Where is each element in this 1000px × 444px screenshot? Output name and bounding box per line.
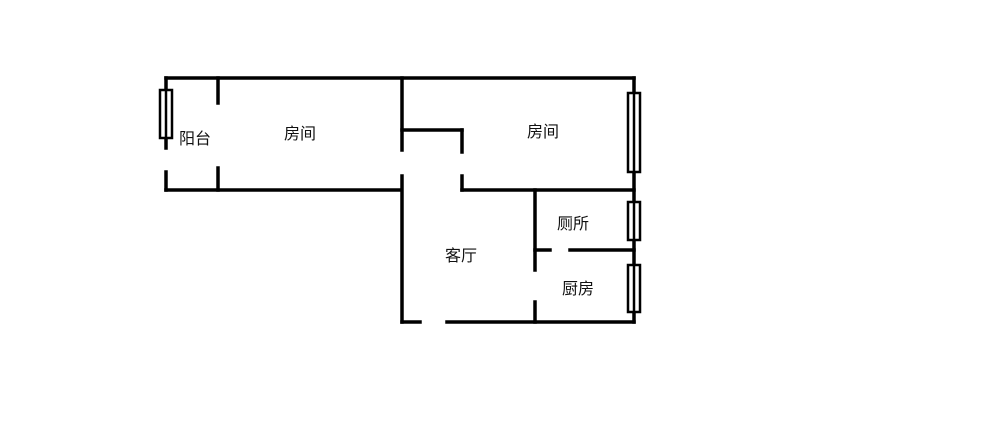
room-label-balcony: 阳台 <box>178 129 212 148</box>
room-label-toilet: 厕所 <box>556 214 590 233</box>
room-label-living-room: 客厅 <box>444 246 478 265</box>
window-toilet <box>626 200 642 242</box>
window-balcony <box>158 88 174 140</box>
window-kitchen <box>626 263 642 314</box>
room-label-bedroom-right: 房间 <box>526 122 560 141</box>
window-bedroom-right <box>626 91 642 174</box>
room-label-bedroom-left: 房间 <box>283 124 317 143</box>
room-label-kitchen: 厨房 <box>561 279 595 298</box>
